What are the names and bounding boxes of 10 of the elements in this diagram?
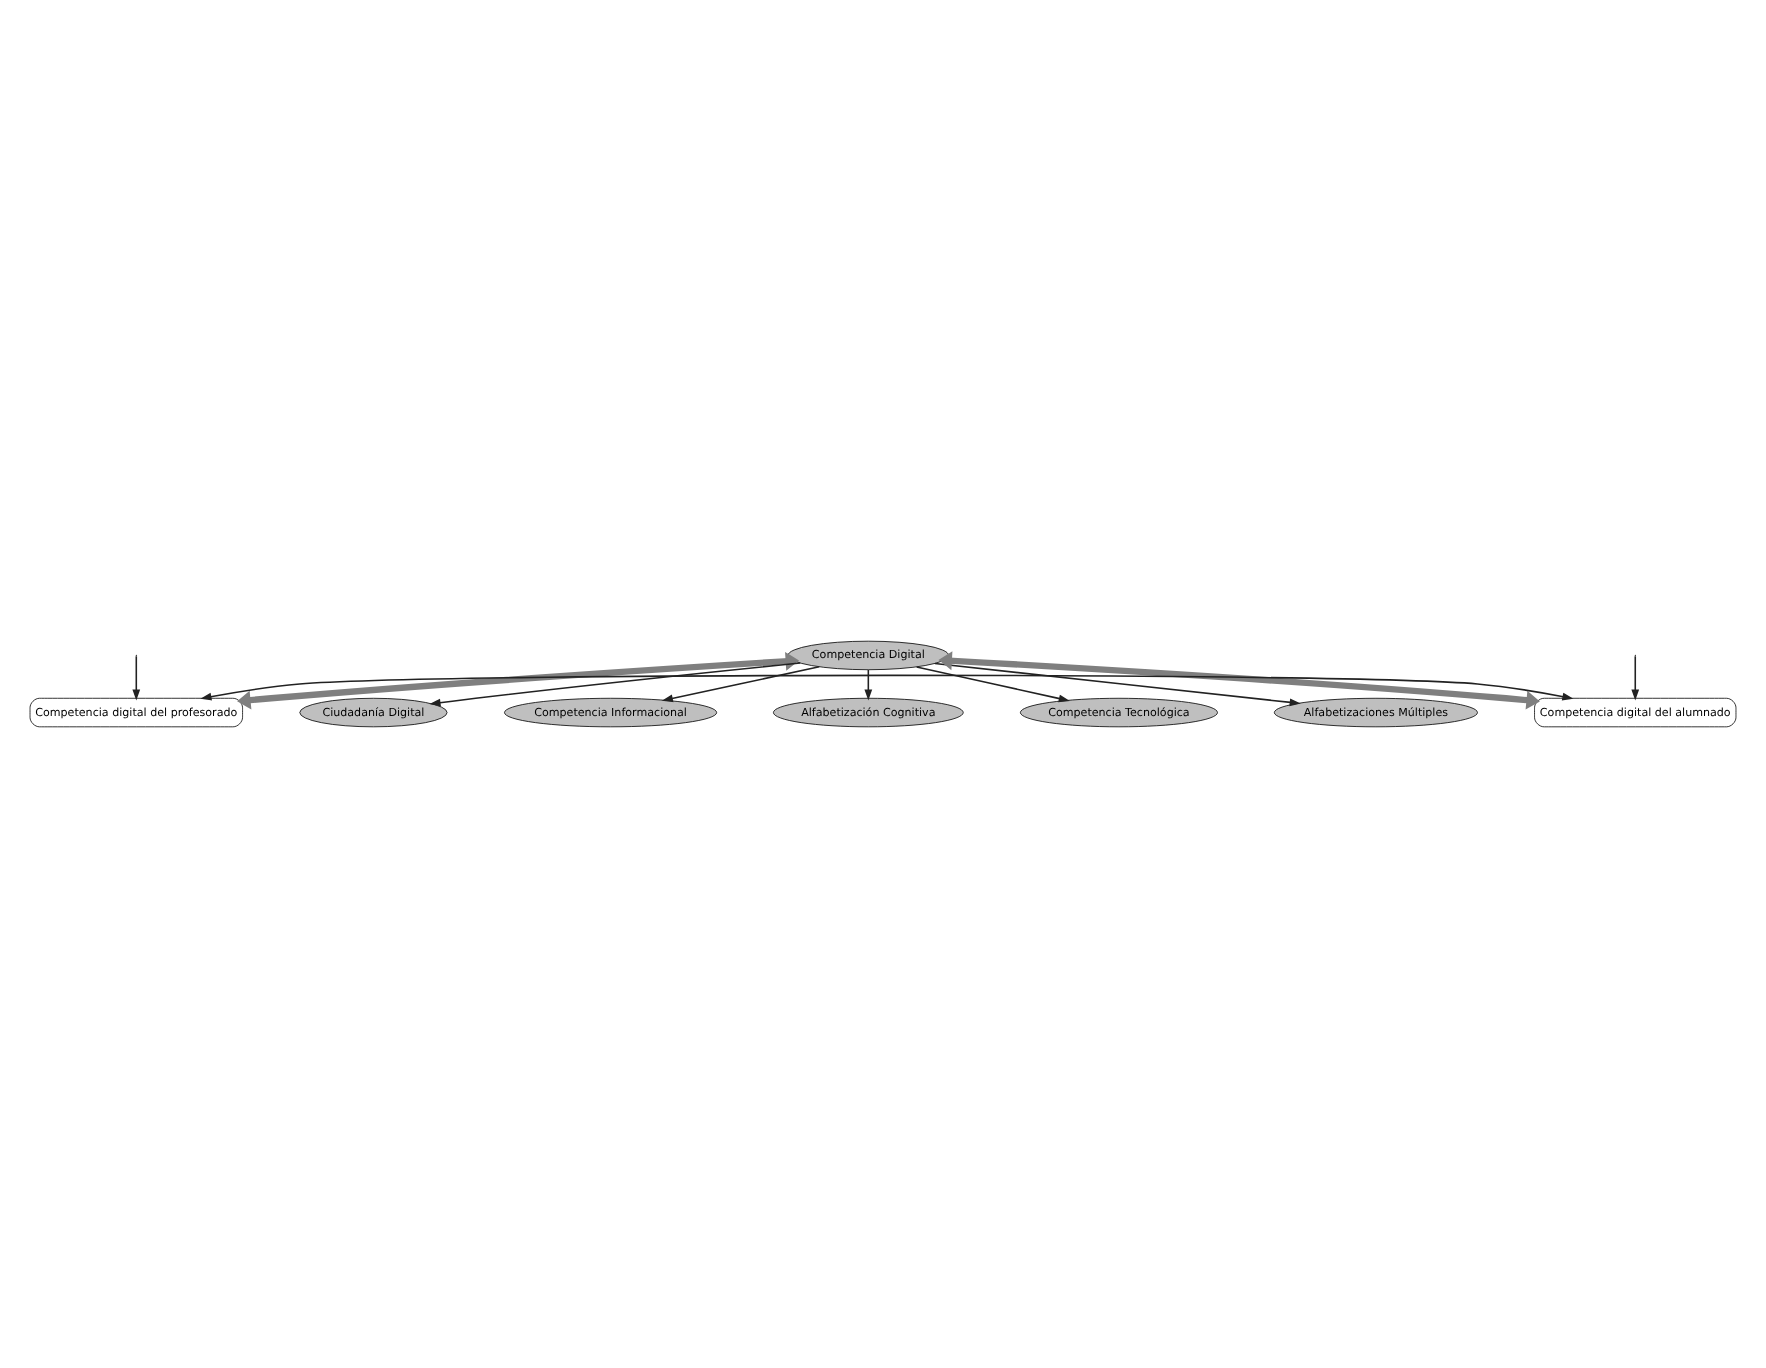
arrow — [915, 666, 1070, 703]
arrow — [200, 674, 1574, 701]
arrow — [934, 662, 1301, 707]
arrow — [938, 651, 1540, 710]
arrow — [661, 666, 821, 703]
arrow — [864, 669, 873, 701]
arrow — [237, 651, 800, 710]
arrow — [132, 655, 141, 701]
arrow — [429, 662, 801, 707]
arrow — [1631, 655, 1640, 701]
